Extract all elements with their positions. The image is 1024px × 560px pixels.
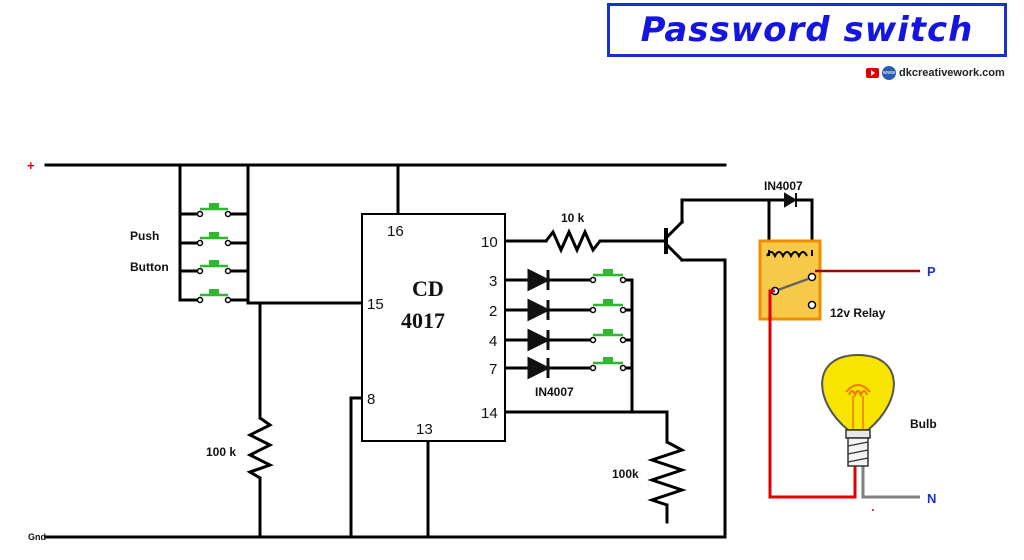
diode-icon bbox=[527, 298, 551, 322]
ic-name-1: CD bbox=[412, 276, 444, 301]
pin-4: 4 bbox=[489, 333, 497, 350]
n-label: N bbox=[927, 491, 936, 506]
relay-coil-icon bbox=[766, 251, 808, 259]
resistor-base-label: 10 k bbox=[561, 211, 585, 225]
ic-cd4017 bbox=[361, 213, 506, 442]
relay-label: 12v Relay bbox=[830, 306, 886, 320]
push-label: Push bbox=[130, 229, 159, 243]
push-button bbox=[196, 260, 232, 275]
diode-bottom-label: IN4007 bbox=[535, 385, 574, 399]
code-switch bbox=[589, 269, 627, 284]
ground-label: Gnd bbox=[28, 532, 46, 542]
relay-switch-arm bbox=[774, 277, 809, 293]
bulb-icon bbox=[821, 353, 895, 467]
brand: www dkcreativework.com bbox=[866, 66, 1005, 80]
neutral-wire-n bbox=[861, 466, 920, 499]
push-button bbox=[196, 203, 232, 218]
resistor-100k-right bbox=[647, 440, 687, 507]
code-switch bbox=[589, 357, 627, 372]
diode-icon bbox=[527, 268, 551, 292]
pin-2: 2 bbox=[489, 303, 497, 320]
resistor-100k-left bbox=[246, 416, 274, 480]
diode-icon bbox=[527, 328, 551, 352]
code-switch bbox=[589, 329, 627, 344]
pin-7: 7 bbox=[489, 361, 497, 378]
diode-top-label: IN4007 bbox=[764, 179, 803, 193]
pin-13: 13 bbox=[416, 421, 433, 438]
push-button bbox=[196, 289, 232, 304]
code-switch bbox=[589, 299, 627, 314]
ic-name-2: 4017 bbox=[401, 308, 445, 333]
pin-10: 10 bbox=[481, 234, 498, 251]
p-label: P bbox=[927, 264, 936, 279]
resistor-left-label: 100 k bbox=[206, 445, 236, 459]
title-box: Password switch bbox=[607, 3, 1007, 57]
bulb-label: Bulb bbox=[910, 417, 937, 431]
www-icon: www bbox=[882, 66, 896, 80]
pin-8: 8 bbox=[367, 391, 375, 408]
diode-icon bbox=[527, 356, 551, 380]
youtube-icon bbox=[866, 68, 879, 78]
diodes bbox=[527, 192, 797, 380]
pin-15: 15 bbox=[367, 296, 384, 313]
resistor-right-label: 100k bbox=[612, 467, 639, 481]
button-label: Button bbox=[130, 260, 169, 274]
page-title: Password switch bbox=[640, 10, 974, 50]
positive-label: + bbox=[27, 158, 35, 173]
pin-3: 3 bbox=[489, 273, 497, 290]
pin-16: 16 bbox=[387, 223, 404, 240]
push-buttons bbox=[196, 203, 627, 372]
relay-to-bulb-wire bbox=[768, 289, 857, 499]
push-button bbox=[196, 232, 232, 247]
brand-text: dkcreativework.com bbox=[899, 67, 1005, 79]
flyback-diode-icon bbox=[784, 192, 797, 208]
resistor-10k bbox=[544, 228, 603, 254]
pin-14: 14 bbox=[481, 405, 498, 422]
